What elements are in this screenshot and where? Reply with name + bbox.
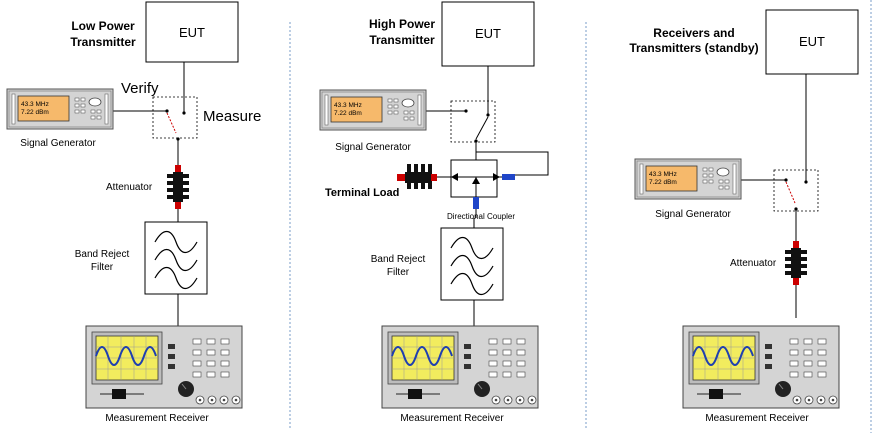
panel3-switch-common: [794, 207, 798, 211]
panel2-band-reject-filter[interactable]: [440, 227, 504, 301]
panel2-signal-generator[interactable]: 43.3 MHz 7.22 dBm: [319, 89, 427, 131]
panel3-title-line2: Transmitters (standby): [629, 41, 758, 55]
panel3-signal-generator[interactable]: 43.3 MHz 7.22 dBm: [634, 158, 742, 200]
panel3-siggen-level: 7.22 dBm: [649, 179, 677, 186]
panel1-band-reject-filter[interactable]: [144, 221, 208, 295]
panel2-filter-label-1: Band Reject: [371, 254, 426, 265]
panel3-attenuator[interactable]: [785, 241, 807, 285]
panel2-terminal-load-label: Terminal Load: [325, 187, 399, 199]
panel1-switch-wiper: [166, 112, 177, 134]
panel2-siggen-freq: 43.3 MHz: [334, 102, 362, 109]
panel2-title-line1: High Power: [369, 17, 435, 31]
panel3-switch-wiper: [785, 181, 796, 204]
panel1-title-line1: Low Power: [71, 19, 135, 33]
panel3-eut-label: EUT: [799, 34, 825, 49]
panel-high-power: High Power Transmitter EUT 43.3 MHz 7.22…: [319, 1, 549, 424]
panel1-measure-label: Measure: [203, 108, 261, 125]
panel2-coupler-port-right: [502, 174, 515, 180]
panel1-eut-label: EUT: [179, 25, 205, 40]
panel2-siggen-label: Signal Generator: [335, 142, 411, 153]
panel3-receiver-label: Measurement Receiver: [705, 413, 809, 424]
panel1-title-line2: Transmitter: [70, 35, 136, 49]
panel2-filter-label-2: Filter: [387, 267, 410, 278]
panel3-switch-box[interactable]: [773, 169, 819, 212]
panel3-siggen-freq: 43.3 MHz: [649, 171, 677, 178]
panel3-attenuator-label: Attenuator: [730, 258, 777, 269]
panel-receivers: Receivers and Transmitters (standby) EUT…: [629, 9, 859, 424]
panel3-siggen-label: Signal Generator: [655, 209, 731, 220]
panel2-eut-box[interactable]: [441, 1, 535, 67]
panel1-siggen-freq: 43.3 MHz: [21, 101, 49, 108]
panel2-switch-box[interactable]: [450, 100, 496, 143]
panel1-signal-generator[interactable]: 43.3 MHz 7.22 dBm: [6, 88, 114, 130]
panel1-receiver-label: Measurement Receiver: [105, 413, 209, 424]
panel2-siggen-level: 7.22 dBm: [334, 110, 362, 117]
panel1-eut-box[interactable]: [145, 1, 239, 63]
panel1-switch-contact-b: [182, 111, 186, 115]
panel1-filter-label-2: Filter: [91, 262, 114, 273]
panel2-switch-wiper: [475, 116, 489, 140]
panel1-siggen-level: 7.22 dBm: [21, 109, 49, 116]
panel2-terminal-load[interactable]: [397, 164, 437, 189]
panel1-switch-common: [176, 137, 180, 141]
panel2-title-line2: Transmitter: [369, 33, 435, 47]
panel1-attenuator[interactable]: [167, 165, 189, 209]
panel2-coupler-label: Directional Coupler: [447, 212, 515, 221]
panel2-switch-contact-a: [464, 109, 468, 113]
panel1-measurement-receiver[interactable]: [85, 325, 243, 409]
panel2-receiver-label: Measurement Receiver: [400, 413, 504, 424]
panel3-switch-contact-a: [784, 178, 788, 182]
panel2-switch-contact-b: [486, 113, 490, 117]
panel3-switch-contact-b: [804, 180, 808, 184]
panel1-attenuator-label: Attenuator: [106, 182, 153, 193]
panel3-eut-box[interactable]: [765, 9, 859, 75]
panel-low-power: Low Power Transmitter EUT Verify Measure…: [6, 1, 261, 424]
panel1-siggen-label: Signal Generator: [20, 138, 96, 149]
panel2-eut-label: EUT: [475, 26, 501, 41]
panel2-wire-loop: [476, 151, 549, 176]
panel1-switch-contact-a: [165, 109, 169, 113]
panel2-switch-common: [474, 139, 478, 143]
panel1-filter-label-1: Band Reject: [75, 249, 130, 260]
panel1-switch-box[interactable]: [152, 96, 198, 139]
panel2-measurement-receiver[interactable]: [381, 325, 539, 409]
panel3-measurement-receiver[interactable]: [682, 325, 840, 409]
panel1-verify-label: Verify: [121, 80, 159, 97]
panel2-coupler-port-bottom: [473, 197, 479, 209]
panel2-directional-coupler[interactable]: [436, 159, 515, 218]
panel3-title-line1: Receivers and: [653, 26, 734, 40]
